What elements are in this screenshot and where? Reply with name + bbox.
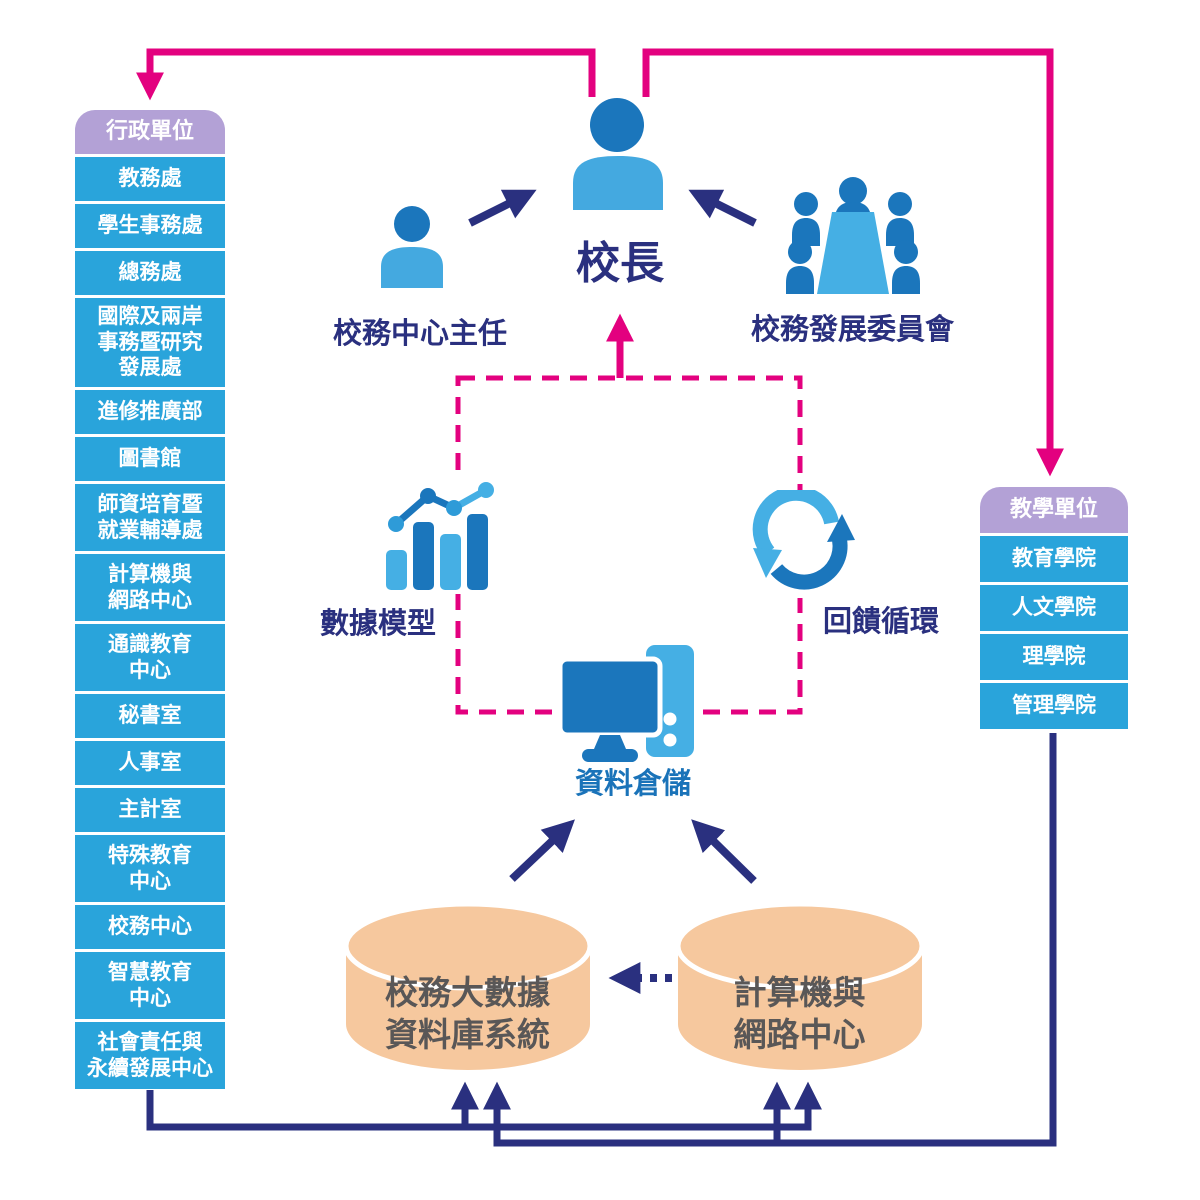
- computercenter-database-label: 計算機與 網路中心: [733, 973, 866, 1055]
- admin-unit-item: 秘書室: [75, 694, 225, 738]
- admin-unit-item: 計算機與 網路中心: [75, 554, 225, 621]
- director-person-icon: [376, 206, 448, 288]
- arrow-computercenter-to-warehouse: [691, 819, 757, 884]
- teaching-units-column: 教學單位 教育學院 人文學院 理學院 管理學院: [980, 487, 1128, 729]
- database-cylinder-computercenter: [672, 898, 928, 1076]
- arrow-principal-to-teaching-units: [642, 48, 1064, 477]
- data-model-label: 數據模型: [319, 606, 436, 640]
- principal-label: 校長: [576, 238, 664, 289]
- admin-unit-item: 學生事務處: [75, 204, 225, 248]
- admin-unit-item: 社會責任與 永續發展中心: [75, 1022, 225, 1089]
- admin-unit-item: 師資培育暨 就業輔導處: [75, 484, 225, 551]
- admin-unit-item: 總務處: [75, 251, 225, 295]
- feedback-loop-label: 回饋循環: [822, 604, 939, 638]
- arrow-director-to-principal: [468, 189, 537, 227]
- admin-unit-item: 進修推廣部: [75, 390, 225, 434]
- admin-unit-item: 人事室: [75, 741, 225, 785]
- admin-unit-item: 智慧教育 中心: [75, 952, 225, 1019]
- bar-chart-icon: [380, 478, 500, 594]
- admin-unit-item: 通識教育 中心: [75, 624, 225, 691]
- committee-label: 校務發展委員會: [750, 312, 954, 346]
- database-cylinder-bigdata: [340, 898, 596, 1076]
- teaching-unit-item: 理學院: [980, 634, 1128, 680]
- bigdata-database-label: 校務大數據 資料庫系統: [385, 973, 550, 1055]
- line-admin-to-cylinders: [146, 1081, 822, 1131]
- admin-units-header: 行政單位: [75, 110, 225, 154]
- center-director-label: 校務中心主任: [332, 316, 507, 350]
- admin-unit-item: 圖書館: [75, 437, 225, 481]
- teaching-unit-item: 人文學院: [980, 585, 1128, 631]
- admin-unit-item: 國際及兩岸 事務暨研究 發展處: [75, 298, 225, 387]
- teaching-unit-item: 管理學院: [980, 683, 1128, 729]
- teaching-units-header: 教學單位: [980, 487, 1128, 533]
- teaching-unit-item: 教育學院: [980, 536, 1128, 582]
- arrow-bigdata-to-warehouse: [509, 819, 575, 882]
- admin-unit-item: 教務處: [75, 157, 225, 201]
- admin-unit-item: 校務中心: [75, 905, 225, 949]
- computer-icon: [558, 643, 700, 763]
- arrow-committee-to-principal: [688, 189, 757, 227]
- cycle-arrows-icon: [752, 490, 856, 598]
- principal-person-icon: [565, 98, 671, 210]
- data-warehouse-label: 資料倉儲: [574, 766, 691, 800]
- admin-units-column: 行政單位 教務處 學生事務處 總務處 國際及兩岸 事務暨研究 發展處 進修推廣部…: [75, 110, 225, 1089]
- arrow-principal-to-admin-units: [136, 48, 596, 101]
- admin-unit-item: 特殊教育 中心: [75, 835, 225, 902]
- admin-unit-item: 主計室: [75, 788, 225, 832]
- committee-icon: [774, 176, 932, 304]
